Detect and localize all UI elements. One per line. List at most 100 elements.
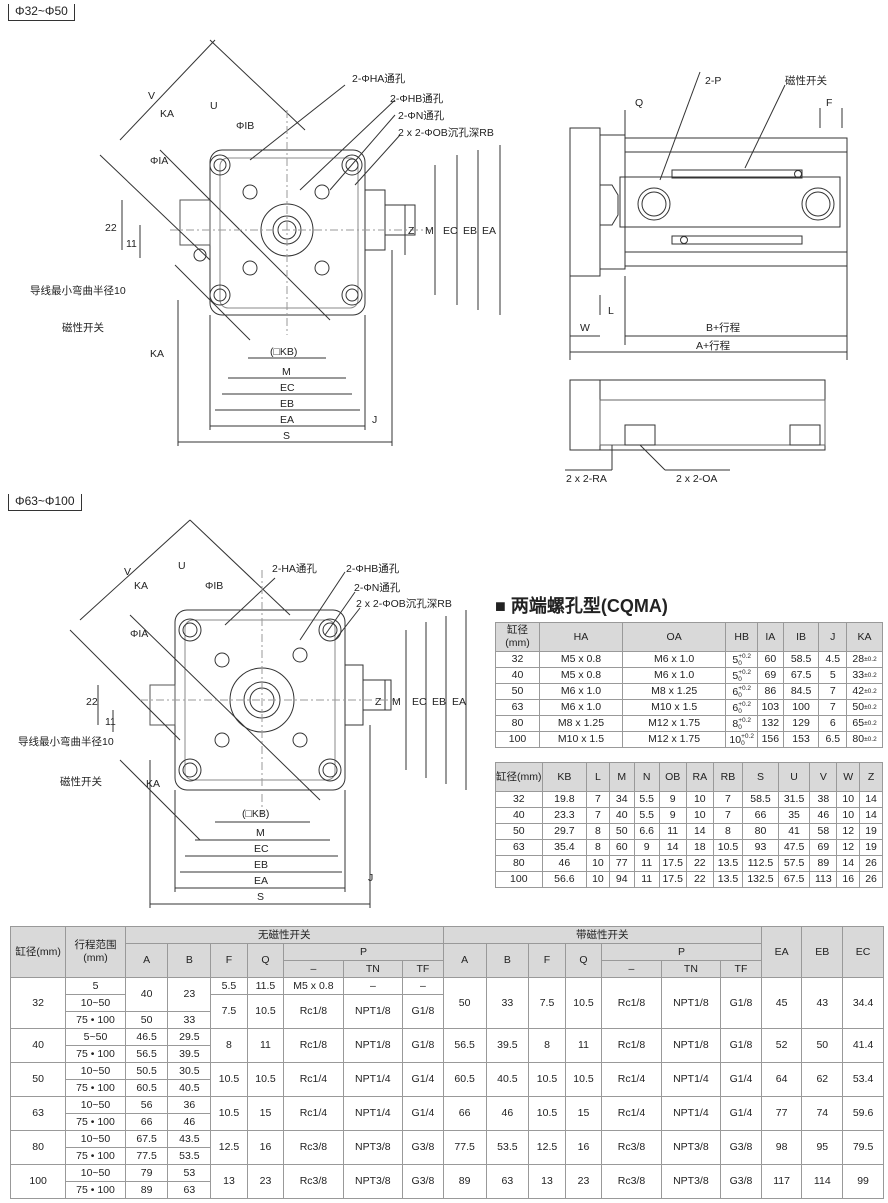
mtf-cell: G3/8 [720,1130,762,1165]
a-cell: 77.5 [124,1147,169,1165]
table-cell: 80 [495,855,543,872]
b-cell: 23 [167,977,212,1012]
col-header: KA [846,622,883,652]
tf-cell: G1/8 [402,1028,444,1063]
table-cell: 50 [608,823,635,840]
front-view-drawing-a [99,39,848,471]
tolerance-label: ±0.2 [864,671,877,679]
ea-cell: 98 [760,1130,803,1165]
label-hb-hole: 2-ΦHB通孔 [390,93,444,105]
ha-cell: M10 x 1.5 [539,731,623,748]
col-header: L [586,762,610,792]
ka-cell: 65±0.2 [846,715,883,732]
table-cell: 9 [633,839,660,856]
dim-u: U [210,100,218,112]
table-cell: 8 [586,823,610,840]
dim-a-stroke: A+行程 [696,340,731,352]
table-cell: 58.5 [742,791,779,808]
col-header-f: F [210,943,248,978]
mtn-cell: NPT3/8 [660,1130,722,1165]
p-cell: Rc3/8 [283,1130,344,1165]
dim-z-b: Z [375,696,382,708]
bore-cell: 50 [9,1062,67,1097]
a-cell: 40 [124,977,169,1012]
mf-cell: 10.5 [528,1096,566,1131]
label-mag-switch-side: 磁性开关 [785,75,827,87]
table-cell: 7 [586,807,610,824]
tn-cell: NPT3/8 [342,1130,404,1165]
ec-cell: 79.5 [842,1130,884,1165]
oa-cell: M12 x 1.75 [621,731,727,748]
label-p-port: 2-P [705,75,722,87]
q-cell: 10.5 [246,994,285,1029]
a-cell: 56.5 [124,1045,169,1063]
dim-s-b: S [257,891,265,903]
col-header-mq: Q [564,943,603,978]
dim-ea: EA [280,414,295,426]
eb-cell: 95 [801,1130,844,1165]
a-cell: 50 [124,1011,169,1029]
stroke-table: 缸径(mm) 行程范围(mm) 无磁性开关 带磁性开关 EA EB EC A B… [9,926,884,1199]
mp-cell: Rc1/8 [601,1028,662,1063]
ha-cell: M6 x 1.0 [539,683,623,700]
dim-ec-b-vert: EC [412,696,427,708]
ea-cell: 77 [760,1096,803,1131]
mf-cell: 10.5 [528,1062,566,1097]
dim-ec: EC [280,382,295,394]
table-cell: 7 [586,791,610,808]
col-header-nomag: 无磁性开关 [124,926,444,944]
stroke-cell: 5~50 [65,1028,126,1046]
col-header-mb: B [485,943,530,978]
tolerance-label: ±0.2 [864,703,877,711]
oa-cell: M12 x 1.75 [621,715,727,732]
f-cell: 8 [210,1028,248,1063]
col-header-q: Q [246,943,285,978]
col-header: HB [725,622,759,652]
mb-cell: 39.5 [485,1028,530,1063]
stroke-cell: 75 • 100 [65,1147,126,1165]
ia-cell: 60 [757,651,784,668]
col-header-p: P [283,943,444,961]
q-cell: 11 [246,1028,285,1063]
table-cell: 7 [712,791,744,808]
b-cell: 40.5 [167,1079,212,1097]
table-cell: 19 [859,823,883,840]
table-cell: 12 [836,823,861,840]
label-wire-radius: 导线最小弯曲半径10 [30,285,126,297]
col-header-mp: P [601,943,762,961]
mq-cell: 11 [564,1028,603,1063]
tn-cell: NPT3/8 [342,1164,404,1199]
ec-cell: 41.4 [842,1028,884,1063]
dim-z: Z [408,225,415,237]
q-cell: 16 [246,1130,285,1165]
eb-cell: 43 [801,977,844,1029]
mf-cell: 12.5 [528,1130,566,1165]
ma-cell: 60.5 [442,1062,487,1097]
table-cell: 94 [608,871,635,888]
table-cell: 57.5 [777,855,811,872]
tn-cell: NPT1/8 [342,1028,404,1063]
col-header-mtn: TN [660,960,722,978]
ha-cell: M5 x 0.8 [539,667,623,684]
table-cell: 26 [859,855,883,872]
b-cell: 33 [167,1011,212,1029]
col-header: RA [685,762,714,792]
table-cell: 7 [712,807,744,824]
col-header: S [742,762,779,792]
mq-cell: 15 [564,1096,603,1131]
tolerance-label: ±0.2 [864,655,877,663]
col-header-mp-dash: – [601,960,662,978]
ma-cell: 66 [442,1096,487,1131]
label-ob-hole-b: 2 x 2-ΦOB沉孔深RB [356,598,452,610]
